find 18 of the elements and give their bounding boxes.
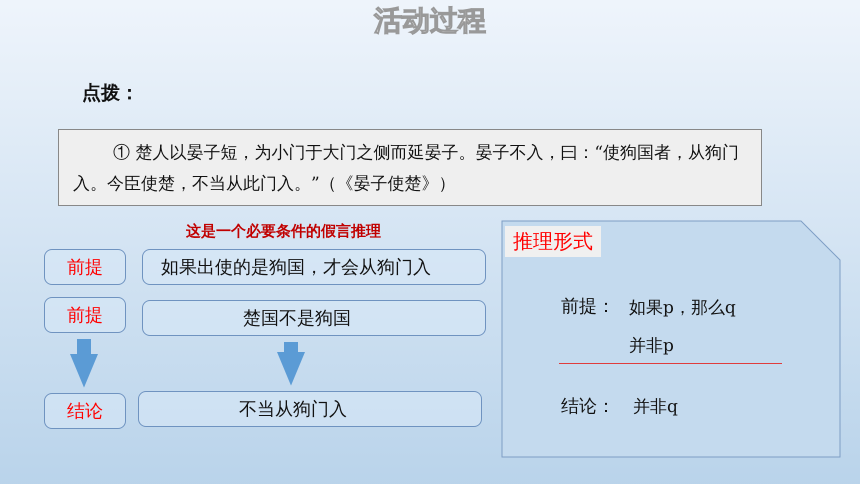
conclusion-box: 结论 xyxy=(44,393,126,429)
form-text: 如果p，那么q xyxy=(629,297,736,319)
panel-heading: 推理形式 xyxy=(505,226,601,257)
form-text: 并非q xyxy=(633,396,678,418)
form-text: 并非p xyxy=(629,335,674,357)
premise-box: 前提 xyxy=(44,297,126,333)
down-arrow xyxy=(70,339,98,388)
statement-box: 不当从狗门入 xyxy=(138,391,482,427)
form-label: 前提： xyxy=(561,295,615,318)
slide-title: 活动过程 xyxy=(372,3,487,39)
form-label: 结论： xyxy=(561,395,615,418)
note-text: 这是一个必要条件的假言推理 xyxy=(186,222,381,241)
statement-box: 如果出使的是狗国，才会从狗门入 xyxy=(142,249,486,285)
quote-box: ① 楚人以晏子短，为小门于大门之侧而延晏子。晏子不入，曰：“使狗国者，从狗门入。今臣使楚，不当从此门入。”（《晏子使楚》） xyxy=(58,129,762,206)
down-arrow xyxy=(277,342,305,386)
statement-box: 楚国不是狗国 xyxy=(142,300,486,336)
premise-box: 前提 xyxy=(44,249,126,285)
hint-label: 点拨： xyxy=(82,81,139,106)
